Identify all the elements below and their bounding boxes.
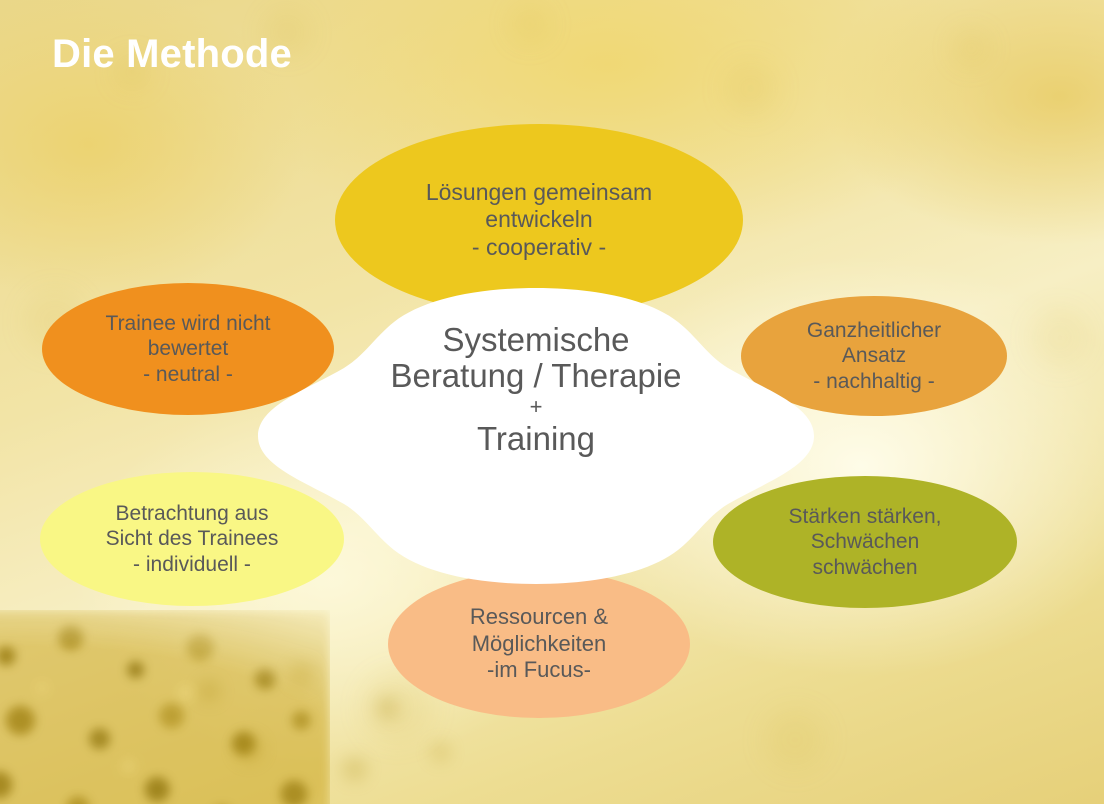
page-title: Die Methode: [52, 32, 292, 76]
bubble-loesungen-label: Lösungen gemeinsam entwickeln - cooperat…: [425, 178, 653, 260]
bubble-loesungen[interactable]: Lösungen gemeinsam entwickeln - cooperat…: [335, 124, 743, 316]
bubble-betrachtung-individuell[interactable]: Betrachtung aus Sicht des Trainees - ind…: [40, 472, 344, 606]
bubble-ressourcen-fucus-label: Ressourcen & Möglichkeiten -im Fucus-: [469, 604, 609, 683]
bubble-staerken-schwaechen-label: Stärken stärken, Schwächen schwächen: [788, 505, 942, 579]
background-texture-lower-left: [0, 610, 330, 804]
center-cloud-shape: [258, 286, 814, 586]
bubble-staerken-schwaechen[interactable]: Stärken stärken, Schwächen schwächen: [713, 476, 1017, 608]
bubble-betrachtung-individuell-label: Betrachtung aus Sicht des Trainees - ind…: [105, 502, 279, 576]
bubble-trainee-neutral-label: Trainee wird nicht bewertet - neutral -: [105, 312, 271, 386]
bubble-ganzheitlicher-ansatz-label: Ganzheitlicher Ansatz - nachhaltig -: [806, 319, 942, 393]
bubble-trainee-neutral[interactable]: Trainee wird nicht bewertet - neutral -: [42, 283, 334, 415]
bubble-ressourcen-fucus[interactable]: Ressourcen & Möglichkeiten -im Fucus-: [388, 570, 690, 718]
bubble-ganzheitlicher-ansatz[interactable]: Ganzheitlicher Ansatz - nachhaltig -: [741, 296, 1007, 416]
